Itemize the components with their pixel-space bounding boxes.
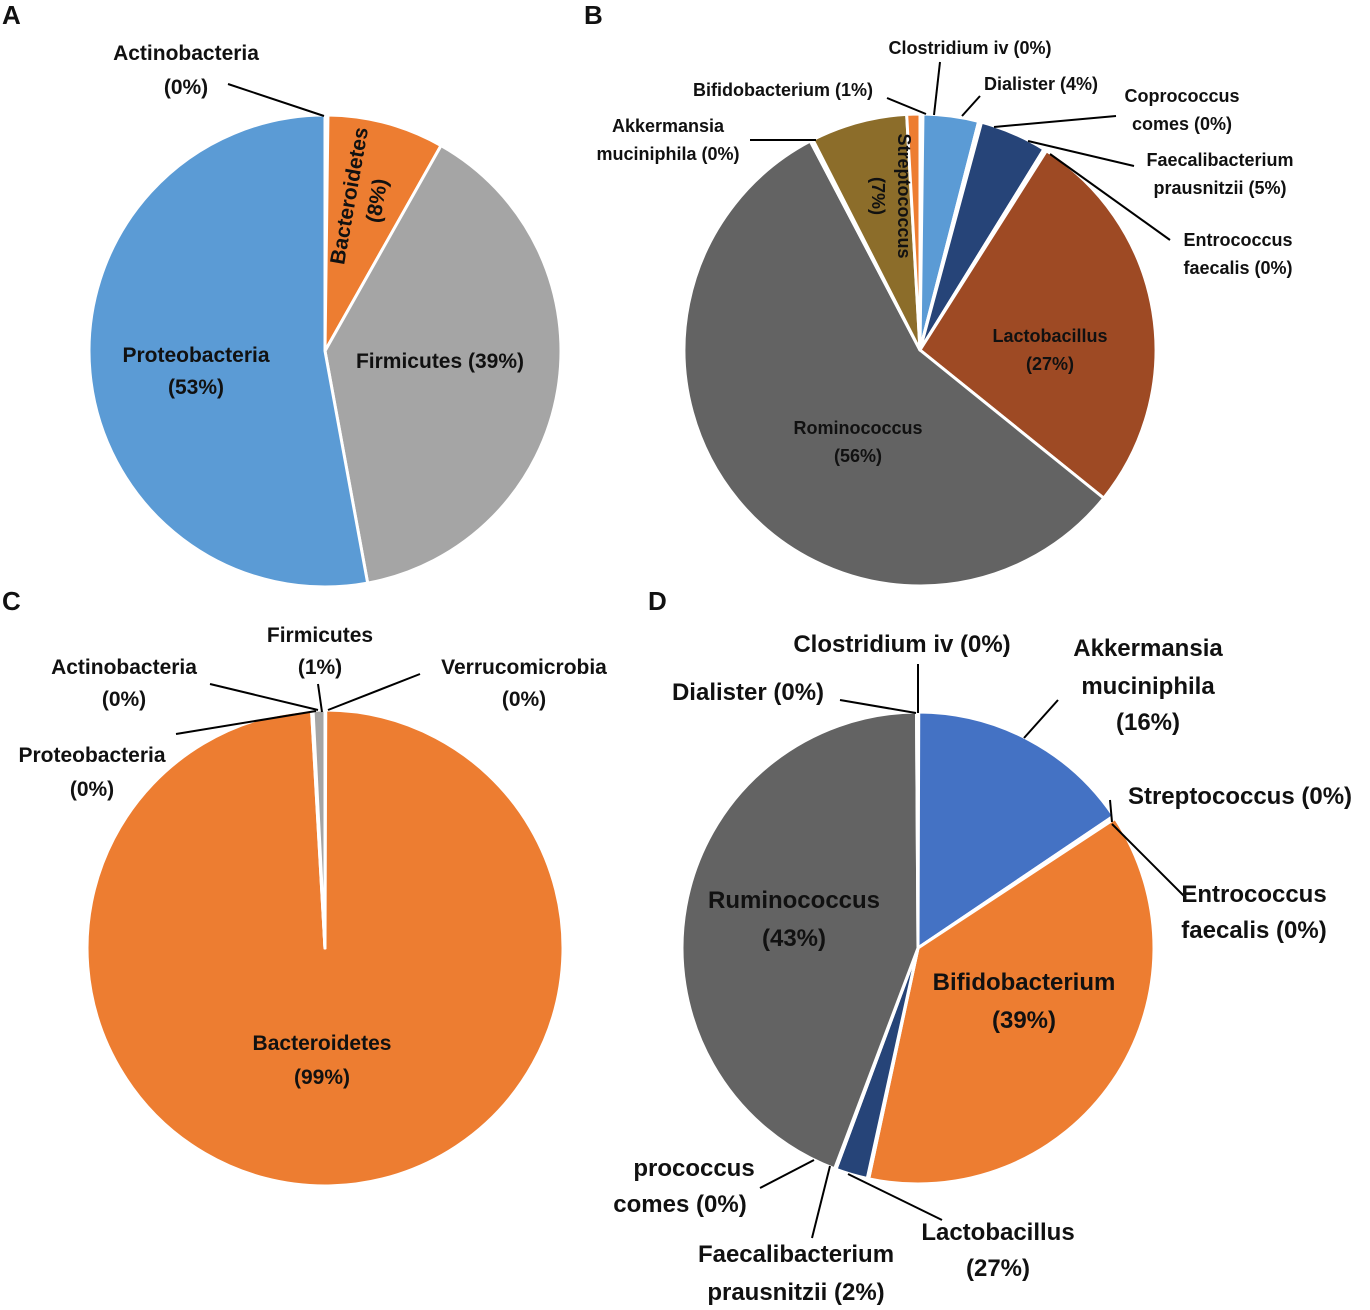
leader-line-d-entrococcus	[1111, 823, 1187, 899]
label-c-actinobacteria-pct: (0%)	[102, 688, 146, 711]
leader-line-d-faecalibacterium	[811, 1165, 831, 1239]
pie-slice-a-bacteroidetes	[323, 113, 443, 353]
leader-line-c-proteobacteria	[175, 710, 317, 735]
label-b-coprococcus-pct: comes (0%)	[1132, 114, 1232, 134]
label-b-faecalibacterium-pct: prausnitzii (5%)	[1153, 178, 1286, 198]
label-d-bifidobacterium: Bifidobacterium	[933, 969, 1116, 996]
label-d-ruminococcus: Ruminococcus	[708, 887, 880, 914]
label-b-entrococcus: Entrococcus	[1183, 230, 1292, 250]
leader-line-d-dialister	[839, 699, 917, 714]
label-d-akkermansia-pct: (16%)	[1116, 709, 1180, 736]
label-c-firmicutes: Firmicutes	[267, 624, 373, 647]
leader-line-b-coprococcus	[993, 115, 1117, 128]
leader-line-b-clostridium	[933, 61, 941, 116]
label-a-firmicutes: Firmicutes (39%)	[356, 350, 524, 373]
pie-slice-b-rominococcus	[682, 139, 1106, 588]
label-d-faecalibacterium: Faecalibacterium	[698, 1241, 894, 1268]
pie-chart-d	[680, 710, 1156, 1186]
label-b-entrococcus-pct: faecalis (0%)	[1183, 258, 1292, 278]
label-d-ruminococcus-pct: (43%)	[762, 925, 826, 952]
label-d-coprococcus: prococcus	[633, 1155, 754, 1182]
panel-letter-d: D	[648, 586, 667, 616]
label-d-lactobacillus-pct: (27%)	[966, 1255, 1030, 1282]
leader-line-d-akkermansia	[1023, 699, 1059, 739]
leader-line-c-actinobacteria	[209, 683, 319, 711]
label-b-bifidobacterium: Bifidobacterium (1%)	[693, 80, 873, 100]
label-b-rominococcus-pct: (56%)	[834, 446, 882, 466]
label-b-streptococcus-pct: (7%)	[868, 177, 888, 215]
label-b-rominococcus: Rominococcus	[793, 418, 922, 438]
pie-slice-b-lactobacillus	[918, 149, 1158, 500]
leader-line-b-bifidobacterium	[886, 97, 927, 115]
label-b-clostridium: Clostridium iv (0%)	[888, 38, 1051, 58]
label-a-proteobacteria-pct: (53%)	[168, 376, 224, 399]
pie-chart-a	[87, 113, 563, 589]
label-b-streptococcus: Streptococcus	[894, 133, 914, 258]
label-d-faecalibacterium-pct: prausnitzii (2%)	[707, 1279, 884, 1306]
pie-slice-a-proteobacteria	[87, 113, 370, 589]
pie-chart-c	[85, 708, 565, 1188]
pie-slice-d-dialister	[915, 710, 920, 950]
label-b-faecalibacterium: Faecalibacterium	[1146, 150, 1293, 170]
leader-line-b-entrococcus	[1049, 153, 1171, 241]
label-a-proteobacteria: Proteobacteria	[122, 344, 269, 367]
leader-line-d-lactobacillus	[847, 1173, 943, 1221]
leader-line-b-dialister	[961, 95, 981, 117]
label-c-proteobacteria-pct: (0%)	[70, 778, 114, 801]
pie-slice-a-firmicutes	[323, 144, 563, 585]
label-d-akkermansia-2: muciniphila	[1081, 673, 1215, 700]
label-d-streptococcus: Streptococcus (0%)	[1128, 783, 1352, 810]
label-d-lactobacillus: Lactobacillus	[921, 1219, 1074, 1246]
pie-slice-d-bifidobacterium	[867, 816, 1156, 1186]
panel-letter-b: B	[584, 0, 603, 30]
leader-line-b-faecalibacterium	[1027, 140, 1135, 167]
label-c-bacteroidetes-pct: (99%)	[294, 1066, 350, 1089]
label-d-entrococcus-pct: faecalis (0%)	[1181, 917, 1326, 944]
pie-slice-b-bifidobacterium	[905, 112, 922, 352]
pie-slice-d-akkermansia-muciniphila	[916, 710, 1116, 950]
pie-chart-b	[682, 112, 1158, 588]
label-d-akkermansia: Akkermansia	[1073, 635, 1223, 662]
panel-letter-a: A	[2, 0, 21, 30]
label-b-dialister: Dialister (4%)	[984, 74, 1098, 94]
leader-line-c-verrucomicrobia	[327, 673, 421, 711]
leader-line-d-streptococcus	[1109, 799, 1113, 823]
label-c-proteobacteria: Proteobacteria	[18, 744, 165, 767]
pie-slice-c-firmicutes	[311, 708, 327, 950]
leader-lines	[175, 61, 1187, 1239]
label-d-dialister: Dialister (0%)	[672, 679, 824, 706]
panel-letter-c: C	[2, 586, 21, 616]
label-d-coprococcus-pct: comes (0%)	[613, 1191, 746, 1218]
label-b-lactobacillus: Lactobacillus	[992, 326, 1107, 346]
leader-line-d-coprococcus	[759, 1159, 815, 1189]
label-c-verrucomicrobia-pct: (0%)	[502, 688, 546, 711]
label-b-akkermansia: Akkermansia	[612, 116, 725, 136]
label-a-actinobacteria-pct: (0%)	[164, 76, 208, 99]
leader-line-c-firmicutes	[317, 683, 323, 713]
label-b-coprococcus: Coprococcus	[1124, 86, 1239, 106]
label-b-akkermansia-pct: muciniphila (0%)	[596, 144, 739, 164]
leader-line-a-actinobacteria	[227, 83, 325, 117]
pie-slice-d-ruminococcus	[680, 710, 920, 1171]
label-c-bacteroidetes: Bacteroidetes	[253, 1032, 392, 1055]
label-d-clostridium: Clostridium iv (0%)	[793, 631, 1010, 658]
label-b-lactobacillus-pct: (27%)	[1026, 354, 1074, 374]
label-d-entrococcus: Entrococcus	[1181, 881, 1326, 908]
label-a-actinobacteria: Actinobacteria	[113, 42, 259, 65]
label-d-bifidobacterium-pct: (39%)	[992, 1007, 1056, 1034]
label-c-actinobacteria: Actinobacteria	[51, 656, 197, 679]
label-c-firmicutes-pct: (1%)	[298, 656, 342, 679]
label-c-verrucomicrobia: Verrucomicrobia	[441, 656, 607, 679]
